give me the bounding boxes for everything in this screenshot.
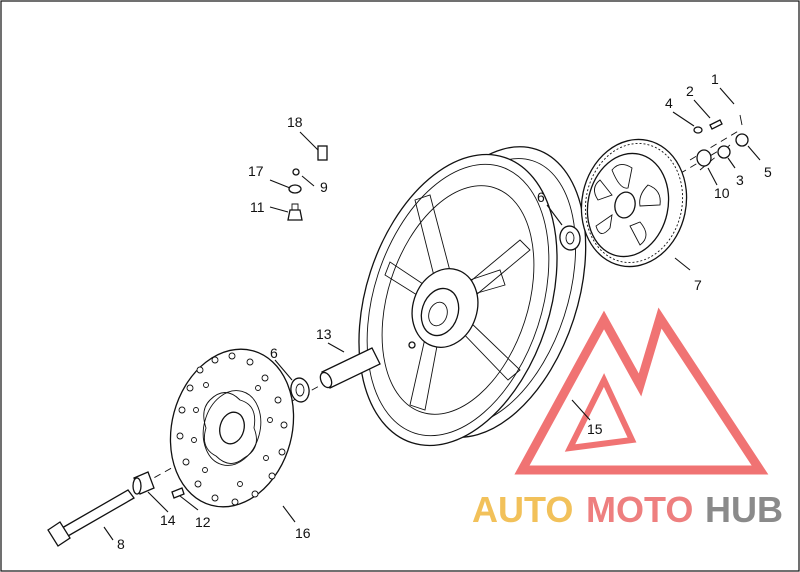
callout-1: 1 <box>711 71 719 87</box>
callout-11: 11 <box>250 199 265 215</box>
rotor-bolt <box>171 487 185 499</box>
callout-9: 9 <box>320 179 328 195</box>
callout-6-front: 6 <box>270 345 278 361</box>
callout-15: 15 <box>587 421 603 437</box>
callout-3: 3 <box>736 172 744 188</box>
callout-13: 13 <box>316 326 332 342</box>
axle-spacer <box>319 347 381 389</box>
callout-8: 8 <box>117 536 125 552</box>
pulley-hardware <box>693 114 749 167</box>
leader-lines <box>103 87 761 541</box>
callout-7: 7 <box>694 277 702 293</box>
valve-core <box>292 168 300 176</box>
watermark-auto: AUTO <box>472 489 573 530</box>
callout-4: 4 <box>665 95 673 111</box>
callout-5: 5 <box>764 164 772 180</box>
watermark-hub: HUB <box>705 489 783 530</box>
callout-2: 2 <box>686 83 694 99</box>
callout-6-rear: 6 <box>537 189 545 205</box>
wheel-bearing-rear <box>559 225 581 251</box>
callout-16: 16 <box>295 525 311 541</box>
axle <box>47 489 135 547</box>
drive-pulley <box>580 138 688 268</box>
callout-18: 18 <box>287 114 303 130</box>
valve-nut <box>288 184 302 194</box>
callout-12: 12 <box>195 514 211 530</box>
callout-17: 17 <box>248 163 264 179</box>
valve-cap <box>317 145 328 161</box>
cast-wheel <box>358 146 587 447</box>
watermark-moto: MOTO <box>586 489 693 530</box>
wheel-bearing-front <box>290 377 310 403</box>
callout-14: 14 <box>160 512 176 528</box>
valve-stem <box>287 203 303 221</box>
watermark-logo <box>514 307 769 475</box>
rotor-spacer <box>132 471 155 495</box>
callout-10: 10 <box>714 185 730 201</box>
brake-rotor <box>169 348 295 508</box>
